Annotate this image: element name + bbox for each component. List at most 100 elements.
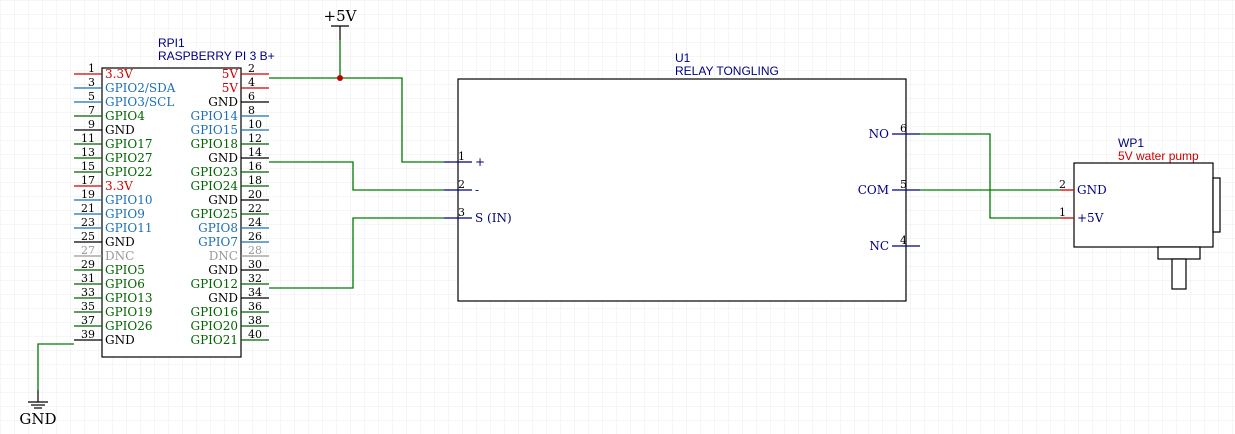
vcc-power-symbol[interactable]: +5V bbox=[324, 7, 358, 40]
wire-gnd-to-relay-minus[interactable] bbox=[269, 161, 444, 191]
wire-gpio12-to-relay-signal[interactable] bbox=[269, 217, 444, 289]
relay-pin-6-label: NO bbox=[869, 127, 890, 141]
rpi-pin-20-number: 20 bbox=[248, 188, 262, 201]
rpi-pin-29-label: GPIO5 bbox=[105, 263, 145, 277]
rpi-pin-25-number: 25 bbox=[81, 230, 95, 243]
rpi-pin-38-label: GPIO20 bbox=[190, 319, 238, 333]
rpi-pin-27-label: DNC bbox=[105, 249, 134, 263]
gnd-power-symbol[interactable]: GND bbox=[19, 390, 57, 428]
rpi-pin-33-label: GPIO13 bbox=[105, 291, 153, 305]
relay-pin-2[interactable]: 2- bbox=[444, 178, 479, 197]
relay-pin-2-number: 2 bbox=[458, 178, 465, 191]
rpi-pin-38[interactable]: 38 GPIO20 bbox=[190, 314, 269, 333]
rpi-pin-3-label: GPIO2/SDA bbox=[105, 81, 176, 95]
rpi-pin-21-label: GPIO9 bbox=[105, 207, 145, 221]
vcc-label: +5V bbox=[324, 7, 358, 25]
rpi-pin-39[interactable]: 39 GND bbox=[74, 328, 135, 347]
rpi-pin-4-number: 4 bbox=[248, 76, 255, 89]
rpi-pin-35-label: GPIO19 bbox=[105, 305, 153, 319]
wire-5v-to-relay-plus[interactable] bbox=[269, 77, 444, 163]
rpi-pin-8-label: GPIO14 bbox=[190, 109, 238, 123]
rpi-pin-22-number: 22 bbox=[248, 202, 262, 215]
rpi-pin-16-number: 16 bbox=[248, 160, 262, 173]
rpi-pin-28-number: 28 bbox=[248, 244, 262, 257]
rpi-pin-9-label: GND bbox=[105, 123, 135, 137]
rpi-pin-4[interactable]: 45V bbox=[222, 76, 269, 95]
rpi-pin-2[interactable]: 25V bbox=[222, 62, 269, 81]
rpi-pin-19-label: GPIO10 bbox=[105, 193, 153, 207]
relay-pin-6[interactable]: 6 NO bbox=[869, 122, 920, 141]
rpi-pin-29-number: 29 bbox=[81, 258, 95, 271]
gnd-label: GND bbox=[19, 410, 56, 428]
rpi-pin-18-number: 18 bbox=[248, 174, 262, 187]
relay-pin-4[interactable]: 4NC bbox=[869, 234, 920, 253]
rpi-pin-25-label: GND bbox=[105, 235, 135, 249]
relay-pin-6-number: 6 bbox=[900, 122, 907, 135]
pump-pin-1-number: 1 bbox=[1059, 206, 1066, 219]
rpi-pin-28-label: DNC bbox=[209, 249, 238, 263]
rpi-pin-13-number: 13 bbox=[81, 146, 95, 159]
rpi-pin-34-label: GND bbox=[208, 291, 238, 305]
pump-ref: WP1 bbox=[1118, 136, 1144, 150]
rpi-pin-8[interactable]: 8 GPIO14 bbox=[190, 104, 269, 123]
wire-gnd-pin39-to-ground[interactable] bbox=[37, 343, 74, 390]
rpi-value: RASPBERRY PI 3 B+ bbox=[158, 49, 275, 63]
rpi-pin-25[interactable]: 25 GND bbox=[74, 230, 135, 249]
wire-no-to-pump-plus[interactable] bbox=[920, 133, 1060, 219]
rpi-pin-28[interactable]: 28 DNC bbox=[209, 244, 269, 263]
rpi-pin-29[interactable]: 29 GPIO5 bbox=[74, 258, 145, 277]
rpi-pin-39-number: 39 bbox=[81, 328, 95, 341]
relay-pin-3-number: 3 bbox=[458, 206, 465, 219]
rpi-pin-17-number: 17 bbox=[81, 174, 95, 187]
rpi-body bbox=[101, 67, 242, 358]
pump-pin-1[interactable]: 1+5V bbox=[1059, 206, 1104, 225]
rpi-pin-38-number: 38 bbox=[248, 314, 262, 327]
relay-pin-1[interactable]: 1+ bbox=[444, 150, 485, 169]
rpi-pin-39-label: GND bbox=[105, 333, 135, 347]
rpi-pin-8-number: 8 bbox=[248, 104, 255, 117]
